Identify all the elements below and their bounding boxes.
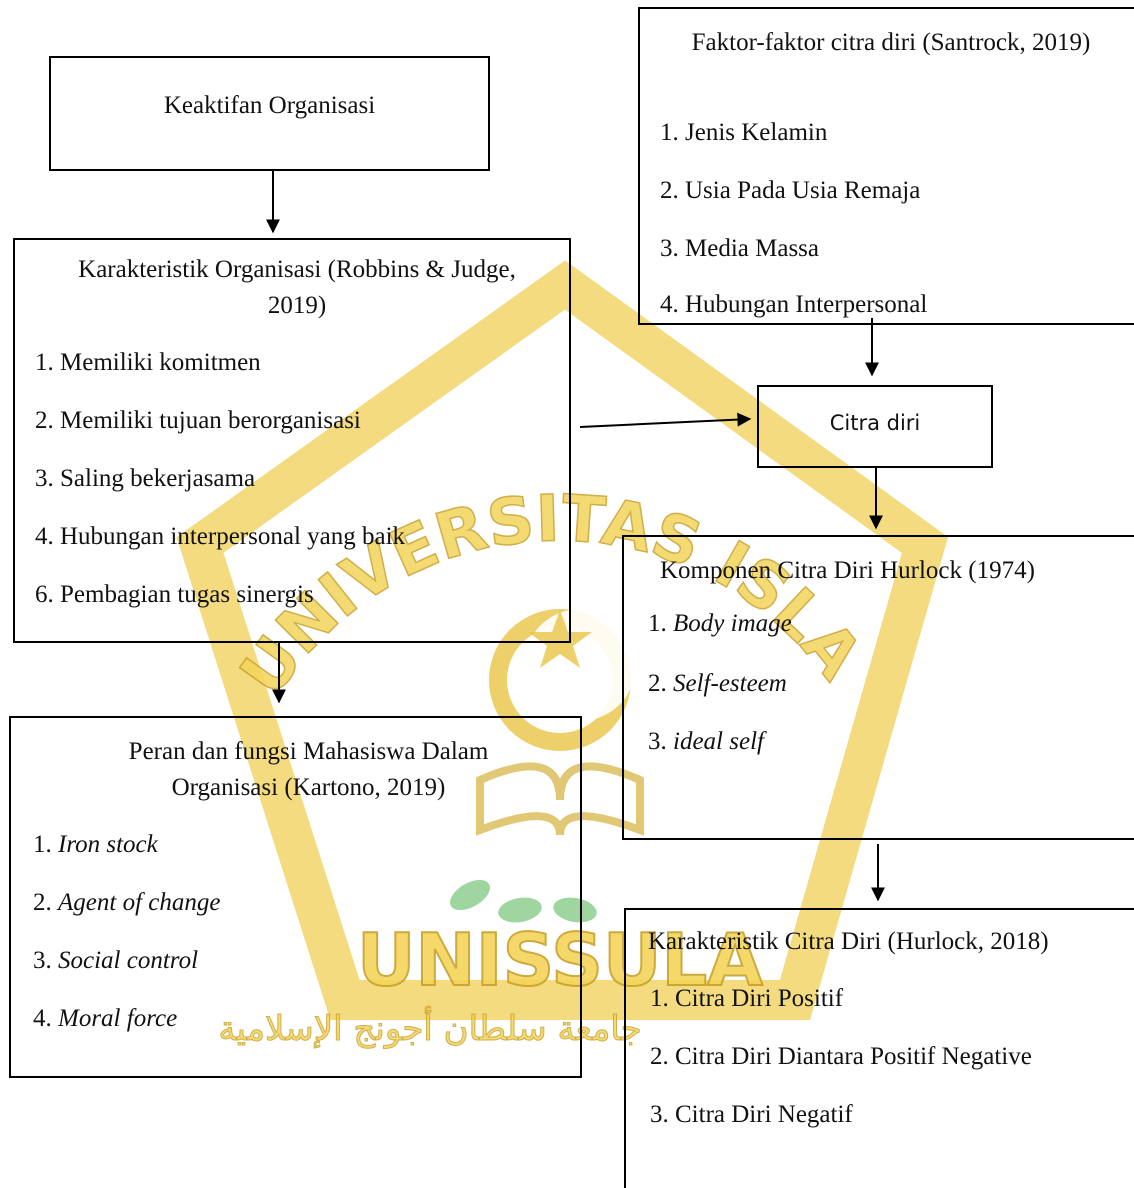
list-item: 2. Usia Pada Usia Remaja xyxy=(660,177,921,204)
list-item: 4. Moral force xyxy=(33,1005,178,1032)
list-item: 1. Memiliki komitmen xyxy=(35,349,261,376)
citra-diri-title: Citra diri xyxy=(829,411,921,435)
peran-title: Peran dan fungsi Mahasiswa Dalam Organis… xyxy=(128,738,489,801)
komponen-title: Komponen Citra Diri Hurlock (1974) xyxy=(660,557,1035,584)
list-item: 2. Citra Diri Diantara Positif Negative xyxy=(650,1043,1032,1070)
karakteristik-organisasi-title: Karakteristik Organisasi (Robbins & Judg… xyxy=(78,256,516,319)
box-karakteristik-organisasi: Karakteristik Organisasi (Robbins & Judg… xyxy=(13,238,571,643)
list-item: 1. Citra Diri Positif xyxy=(650,985,844,1012)
box-faktor-citra-diri: Faktor-faktor citra diri (Santrock, 2019… xyxy=(638,7,1134,325)
list-item: 2. Agent of change xyxy=(33,889,221,916)
list-item: 1. Jenis Kelamin xyxy=(660,119,828,146)
box-komponen-citra-diri: Komponen Citra Diri Hurlock (1974) 1. Bo… xyxy=(622,535,1134,840)
karakteristik-citra-title: Karakteristik Citra Diri (Hurlock, 2018) xyxy=(648,928,1049,955)
list-item: 1. Iron stock xyxy=(33,831,158,858)
list-item: 2. Self-esteem xyxy=(648,670,787,697)
list-item: 1. Body image xyxy=(648,610,792,637)
list-item: 3. Citra Diri Negatif xyxy=(650,1101,853,1128)
list-item: 6. Pembagian tugas sinergis xyxy=(35,581,314,608)
list-item: 3. ideal self xyxy=(648,728,764,755)
box-citra-diri: Citra diri xyxy=(757,385,993,468)
list-item: 2. Memiliki tujuan berorganisasi xyxy=(35,407,361,434)
arrow-karakteristik-to-citra xyxy=(579,412,752,428)
list-item: 4. Hubungan interpersonal yang baik xyxy=(35,523,406,550)
list-item: 3. Saling bekerjasama xyxy=(35,465,256,492)
list-item: 3. Media Massa xyxy=(660,235,819,262)
box-karakteristik-citra-diri: Karakteristik Citra Diri (Hurlock, 2018)… xyxy=(624,908,1134,1188)
list-item: 3. Social control xyxy=(33,947,199,974)
box-peran-fungsi-mahasiswa: Peran dan fungsi Mahasiswa Dalam Organis… xyxy=(9,716,582,1078)
list-item: 4. Hubungan Interpersonal xyxy=(660,291,928,318)
faktor-title: Faktor-faktor citra diri (Santrock, 2019… xyxy=(691,29,1091,56)
keaktifan-title: Keaktifan Organisasi xyxy=(163,92,376,119)
box-keaktifan-organisasi: Keaktifan Organisasi xyxy=(49,56,490,171)
